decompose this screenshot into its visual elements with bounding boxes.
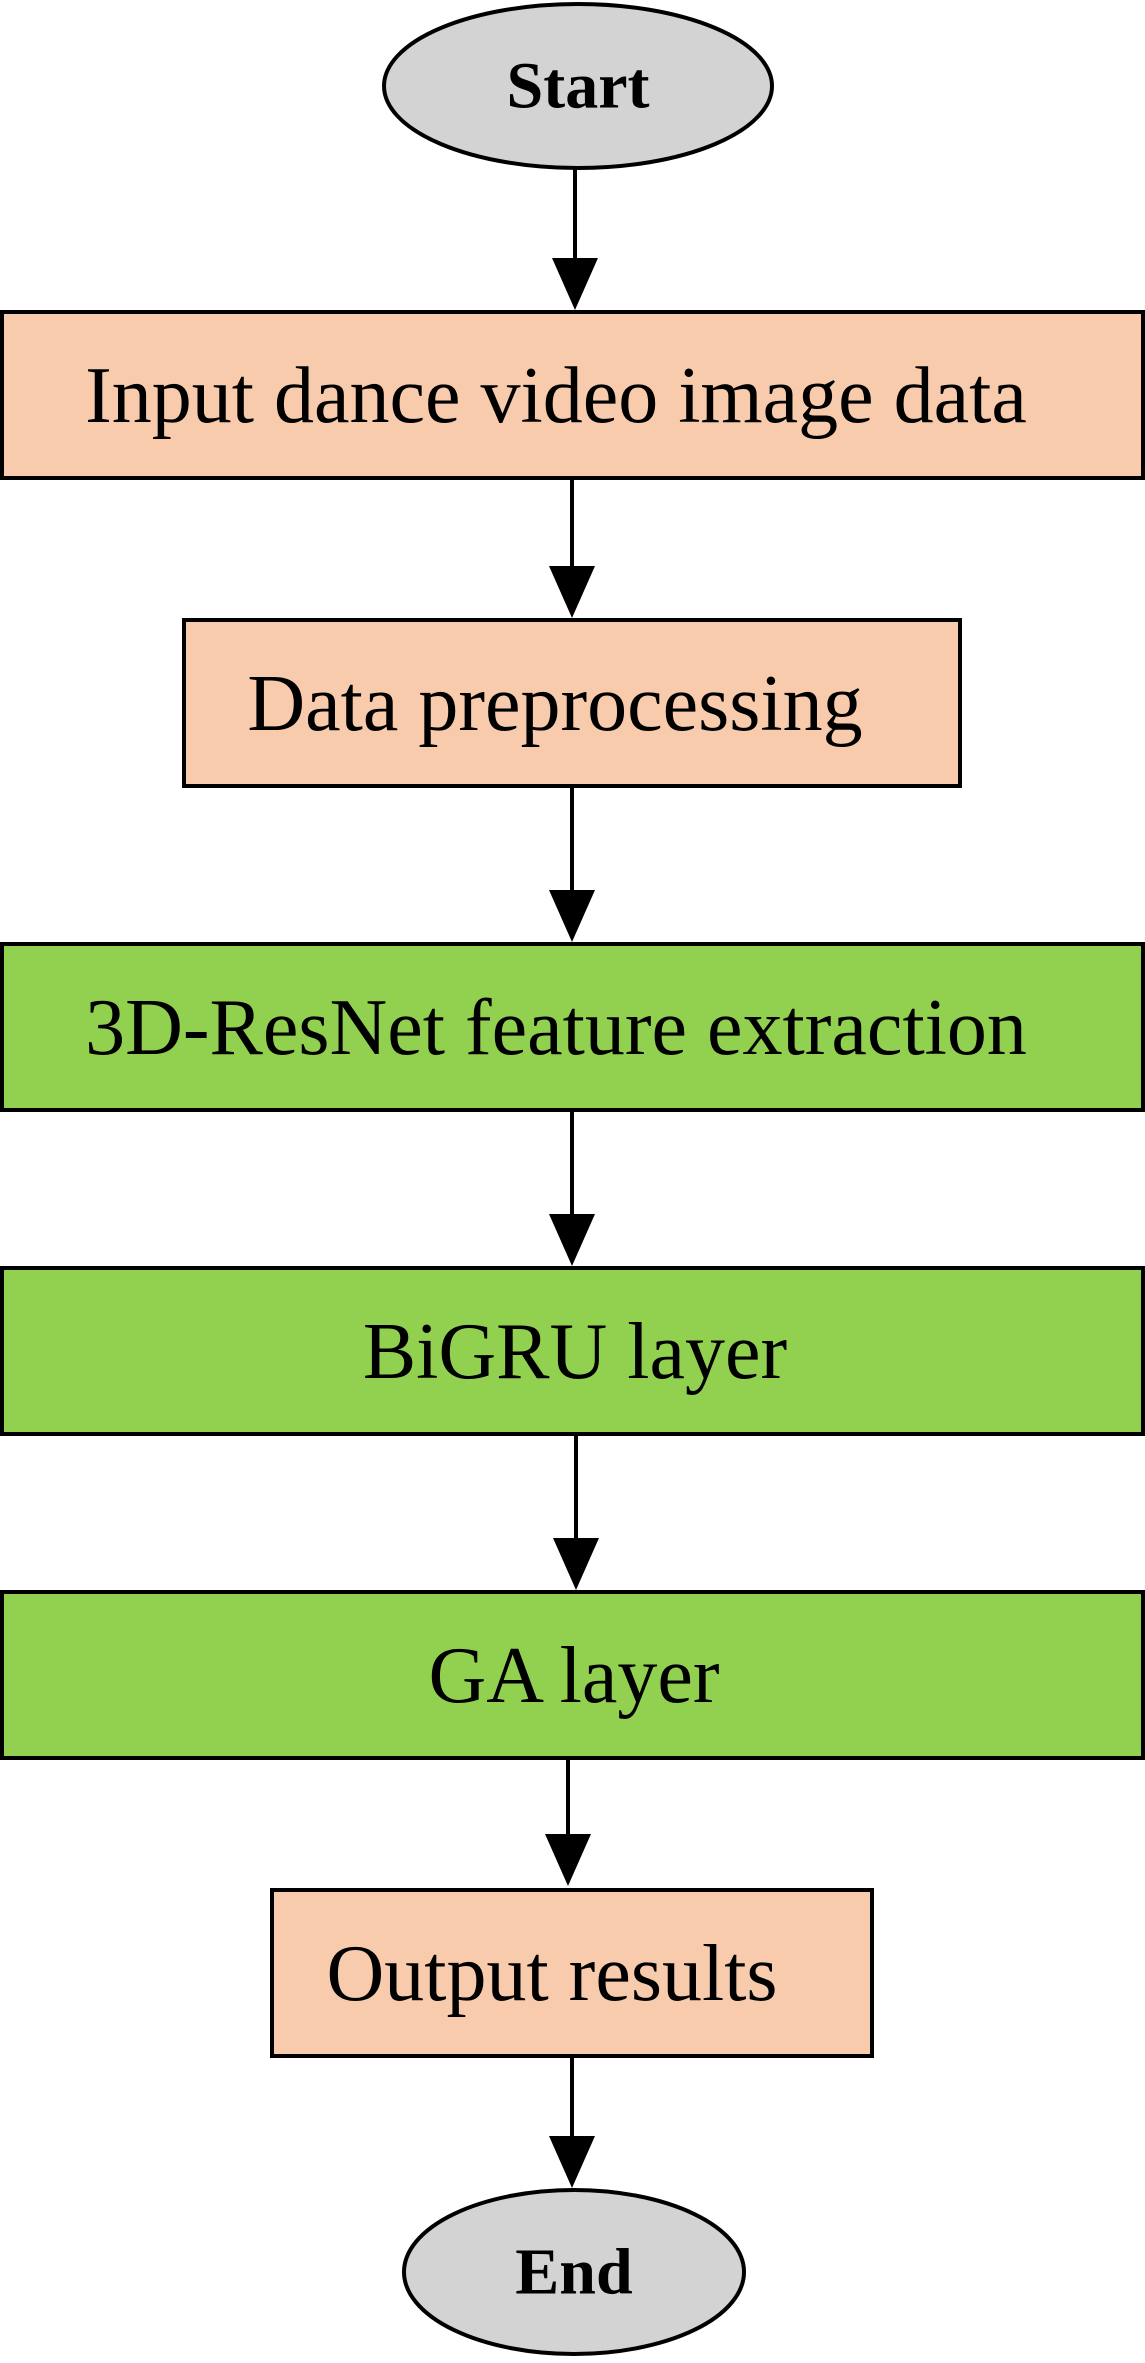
output-label: Output results: [326, 1930, 777, 2018]
arrow-head-icon: [549, 566, 595, 618]
edge-resnet-to-bigru: [549, 1112, 595, 1266]
node-input: Input dance video image data: [0, 310, 1145, 480]
resnet-label: 3D-ResNet feature extraction: [85, 984, 1027, 1072]
arrow-head-icon: [549, 2136, 595, 2188]
preprocess-label: Data preprocessing: [247, 660, 862, 748]
edge-ga-to-output: [545, 1760, 591, 1886]
arrow-head-icon: [549, 890, 595, 942]
edge-bigru-to-ga: [553, 1436, 599, 1590]
edge-start-to-input: [552, 168, 598, 310]
bigru-label: BiGRU layer: [363, 1308, 787, 1396]
resnet-box: [0, 942, 1145, 1112]
input-label: Input dance video image data: [85, 352, 1027, 440]
node-preprocess: Data preprocessing: [182, 618, 962, 788]
node-bigru: BiGRU layer: [0, 1266, 1145, 1436]
start-label: Start: [507, 50, 650, 123]
bigru-box: [0, 1266, 1145, 1436]
ga-box: [0, 1590, 1145, 1760]
node-resnet: 3D-ResNet feature extraction: [0, 942, 1145, 1112]
arrow-head-icon: [553, 1538, 599, 1590]
start-terminal: [382, 2, 774, 170]
output-box: [270, 1888, 874, 2058]
preprocessing-box: [182, 618, 962, 788]
end-label: End: [515, 2236, 632, 2309]
node-end: End: [402, 2188, 746, 2356]
arrow-head-icon: [552, 258, 598, 310]
edge-input-to-preprocess: [549, 480, 595, 618]
input-data-box: [0, 310, 1145, 480]
end-terminal: [402, 2188, 746, 2356]
arrow-head-icon: [545, 1834, 591, 1886]
node-output: Output results: [270, 1888, 874, 2058]
node-ga: GA layer: [0, 1590, 1145, 1760]
edge-output-to-end: [549, 2058, 595, 2188]
edge-preprocess-to-resnet: [549, 788, 595, 942]
ga-label: GA layer: [428, 1632, 719, 1720]
node-start: Start: [382, 2, 774, 170]
arrow-head-icon: [549, 1214, 595, 1266]
